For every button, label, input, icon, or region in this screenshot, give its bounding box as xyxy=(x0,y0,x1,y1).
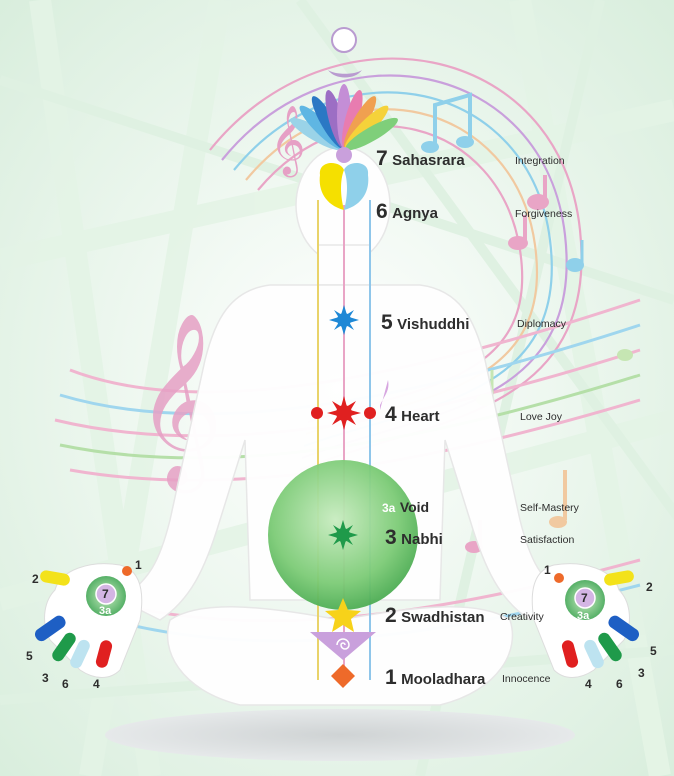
chakra-quality-mooladhara: Innocence xyxy=(502,673,550,685)
chakra-number: 6 xyxy=(376,200,388,223)
left-finger-1: 1 xyxy=(135,558,142,572)
chakra-label-sahasrara: 7 Sahasrara xyxy=(376,147,465,171)
chakra-quality-void: Self-Mastery xyxy=(520,502,579,514)
chakra-quality-vishuddhi: Diplomacy xyxy=(517,318,566,330)
left-palm-3a: 3a xyxy=(99,605,111,617)
chakra-name: Vishuddhi xyxy=(397,316,469,333)
chakra-name: Void xyxy=(400,499,429,515)
left-finger-3: 3 xyxy=(42,671,49,685)
chakra-quality-nabhi: Satisfaction xyxy=(520,534,574,546)
chakra-label-mooladhara: 1 Mooladhara xyxy=(385,666,485,690)
chakra-label-swadhistan: 2 Swadhistan xyxy=(385,604,485,628)
chakra-name: Heart xyxy=(401,408,439,425)
chakra-number: 7 xyxy=(376,147,388,170)
chakra-number: 2 xyxy=(385,604,397,627)
right-finger-5: 5 xyxy=(650,644,657,658)
right-palm-3a: 3a xyxy=(577,610,589,622)
chakra-number: 4 xyxy=(385,403,397,426)
left-finger-5: 5 xyxy=(26,649,33,663)
chakra-number: 3a xyxy=(382,501,395,515)
chakra-number: 1 xyxy=(385,666,397,689)
right-finger-2: 2 xyxy=(646,580,653,594)
right-palm-7: 7 xyxy=(581,591,588,605)
chakra-quality-heart: Love Joy xyxy=(520,411,562,423)
chakra-name: Agnya xyxy=(392,205,438,222)
left-finger-4: 4 xyxy=(93,677,100,691)
left-palm-7: 7 xyxy=(102,587,109,601)
chakra-name: Mooladhara xyxy=(401,671,485,688)
chakra-name: Nabhi xyxy=(401,531,443,548)
chakra-label-void: 3a Void xyxy=(382,499,429,517)
left-finger-2: 2 xyxy=(32,572,39,586)
chakra-number: 3 xyxy=(385,526,397,549)
chakra-label-agnya: 6 Agnya xyxy=(376,200,438,224)
chakra-label-nabhi: 3 Nabhi xyxy=(385,526,443,550)
chakra-quality-agnya: Forgiveness xyxy=(515,208,572,220)
right-finger-4: 4 xyxy=(585,677,592,691)
right-finger-1: 1 xyxy=(544,563,551,577)
chakra-number: 5 xyxy=(381,311,393,334)
chakra-name: Swadhistan xyxy=(401,609,484,626)
chakra-label-vishuddhi: 5 Vishuddhi xyxy=(381,311,469,335)
treble-clef-small: 𝄞 xyxy=(270,105,305,177)
chakra-quality-swadhistan: Creativity xyxy=(500,611,544,623)
chakra-name: Sahasrara xyxy=(392,152,465,169)
chakra-label-heart: 4 Heart xyxy=(385,403,440,427)
floor-shadow xyxy=(105,709,575,761)
left-finger-6: 6 xyxy=(62,677,69,691)
right-finger-6: 6 xyxy=(616,677,623,691)
right-finger-3: 3 xyxy=(638,666,645,680)
chakra-quality-sahasrara: Integration xyxy=(515,155,565,167)
